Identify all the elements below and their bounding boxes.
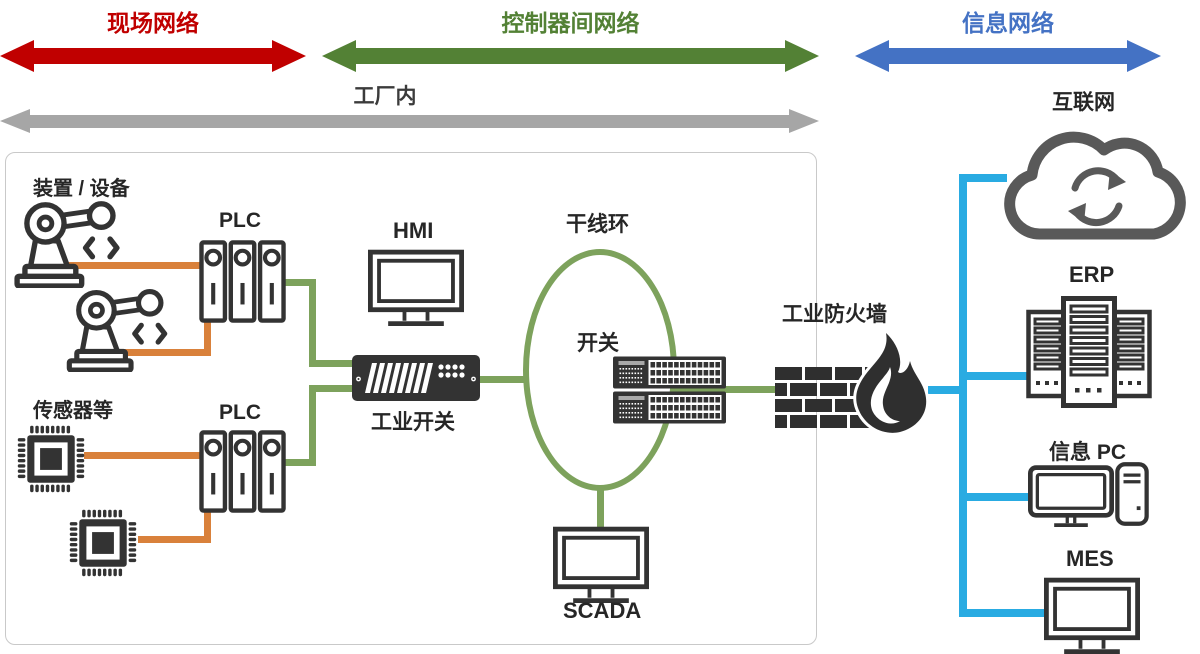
link-trunk-pc (959, 493, 1033, 501)
devices-label: 装置 / 设备 (33, 178, 130, 200)
link-switch-ring (479, 376, 527, 383)
link-trunk-erp (959, 372, 1031, 380)
sensors-label: 传感器等 (33, 400, 113, 422)
plc-rack-icon (199, 240, 286, 323)
link-plc2-out (284, 459, 316, 466)
sensor-chip-icon (17, 425, 85, 493)
controller-network-arrow (322, 40, 819, 72)
pc-monitor-icon (1028, 465, 1114, 527)
field-network-label: 现场网络 (107, 10, 199, 36)
link-chip2-plc2 (138, 536, 211, 543)
mes-monitor-icon (1044, 577, 1140, 654)
link-firewall-trunk (928, 386, 962, 394)
link-ring-scada (597, 487, 604, 529)
factory-scope-arrow (0, 109, 819, 134)
link-plc1-out (284, 279, 316, 286)
robot-arm-icon (66, 289, 168, 372)
plc-upper-label: PLC (219, 209, 261, 232)
firewall-label: 工业防火墙 (782, 303, 887, 326)
erp-label: ERP (1069, 262, 1115, 287)
pc-tower-icon (1115, 462, 1149, 526)
internet-label: 互联网 (1052, 91, 1115, 114)
plc-rack-icon (199, 430, 286, 513)
info-pc-label: 信息 PC (1049, 441, 1127, 464)
firewall-icon (775, 331, 930, 436)
factory-scope-label: 工厂内 (353, 85, 417, 108)
link-plc2-riser (309, 385, 316, 466)
hmi-label: HMI (393, 218, 434, 243)
link-chip1-plc2 (84, 452, 200, 459)
scada-monitor-icon (553, 526, 649, 604)
scada-label: SCADA (563, 598, 642, 623)
link-chip2-plc2-riser (204, 510, 211, 540)
link-trunk-mes (959, 609, 1049, 617)
ring-switch-icon (613, 356, 726, 389)
link-trunk-internet (959, 174, 1007, 182)
info-trunk-line (959, 174, 967, 617)
field-network-arrow (0, 40, 306, 72)
link-plc1-riser (309, 279, 316, 367)
link-robot2-plc1 (118, 349, 211, 356)
internet-cloud-icon (1004, 131, 1186, 240)
ring-switch-label: 开关 (577, 332, 619, 355)
industrial-switch-icon (352, 355, 480, 401)
link-robot2-plc1-riser (204, 322, 211, 352)
hmi-monitor-icon (368, 249, 464, 327)
link-into-switch-bottom (309, 385, 353, 392)
trunk-ring-label: 干线环 (566, 213, 629, 236)
info-network-label: 信息网络 (962, 10, 1054, 36)
ring-switch-icon (613, 391, 726, 424)
robot-arm-icon (14, 201, 120, 288)
erp-server-icon (1026, 296, 1152, 408)
link-into-switch-top (309, 360, 353, 367)
mes-label: MES (1066, 546, 1114, 571)
info-network-arrow (855, 40, 1161, 72)
sensor-chip-icon (69, 509, 137, 577)
industrial-switch-label: 工业开关 (371, 411, 455, 434)
plc-lower-label: PLC (219, 401, 261, 424)
controller-network-label: 控制器间网络 (501, 10, 640, 36)
link-robot1-plc1 (66, 262, 200, 269)
link-ring-firewall (670, 386, 778, 393)
